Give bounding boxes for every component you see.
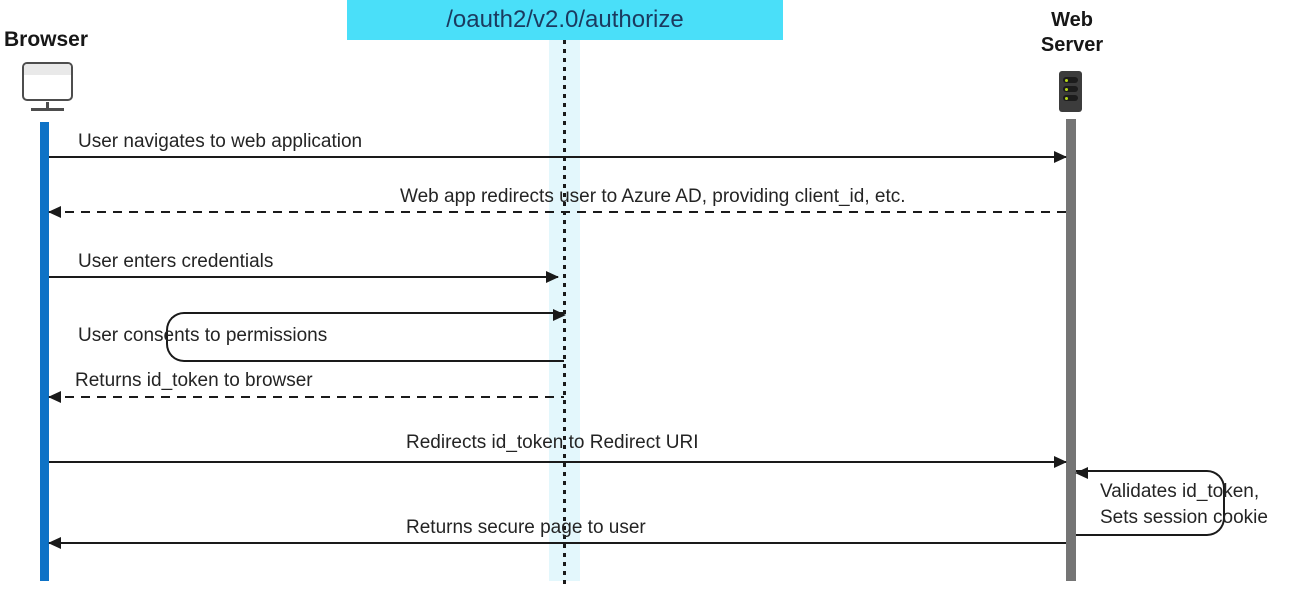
message-label: Redirects id_token to Redirect URI: [406, 432, 699, 453]
web-server-icon: [1059, 71, 1082, 112]
message-arrow-right: [49, 456, 1067, 468]
message-label-line: Validates id_token,: [1100, 481, 1260, 502]
server-led-icon: [1064, 96, 1068, 100]
monitor-screen: [22, 62, 73, 101]
server-slot-icon: [1063, 86, 1078, 92]
message-label-line: Sets session cookie: [1100, 507, 1268, 528]
authorize-endpoint-header: /oauth2/v2.0/authorize: [347, 0, 783, 40]
arrowhead-right-icon: [546, 271, 559, 283]
message-arrow-left-dashed: [48, 391, 564, 403]
web-server-actor-label: Web Server: [1040, 9, 1104, 56]
browser-lifeline: [40, 122, 49, 581]
browser-actor-label: Browser: [4, 28, 89, 51]
web-server-lifeline: [1066, 119, 1076, 581]
message-label: Returns secure page to user: [406, 517, 646, 538]
self-loop-arrow: [166, 309, 566, 362]
arrowhead-left-icon: [1075, 467, 1088, 479]
arrowhead-left-icon: [48, 206, 61, 218]
message-arrow-right: [49, 271, 559, 283]
server-slot-icon: [1063, 77, 1078, 83]
arrowhead-right-icon: [1054, 151, 1067, 163]
arrowhead-left-icon: [48, 537, 61, 549]
monitor-base: [31, 108, 64, 111]
message-label: Returns id_token to browser: [75, 370, 313, 391]
message-label: User enters credentials: [78, 251, 274, 272]
message-label: User consents to permissions: [78, 325, 328, 346]
arrowhead-left-icon: [48, 391, 61, 403]
server-slot-icon: [1063, 95, 1078, 101]
arrowhead-right-icon: [1054, 456, 1067, 468]
browser-monitor-icon: [22, 62, 74, 112]
monitor-neck: [46, 102, 49, 109]
monitor-top-band: [24, 64, 71, 75]
authorize-endpoint-label: /oauth2/v2.0/authorize: [446, 6, 684, 33]
message-label: Web app redirects user to Azure AD, prov…: [400, 186, 906, 207]
server-led-icon: [1064, 87, 1068, 91]
message-arrow-left-dashed: [48, 206, 1066, 218]
message-label: User navigates to web application: [78, 131, 363, 152]
message-arrow-left: [48, 537, 1066, 549]
message-arrow-right: [49, 151, 1067, 163]
server-led-icon: [1064, 78, 1068, 82]
self-loop-arrow: [1075, 467, 1225, 536]
arrowhead-right-icon: [553, 309, 566, 321]
message-label: Validates id_token, Sets session cookie: [1100, 479, 1268, 531]
